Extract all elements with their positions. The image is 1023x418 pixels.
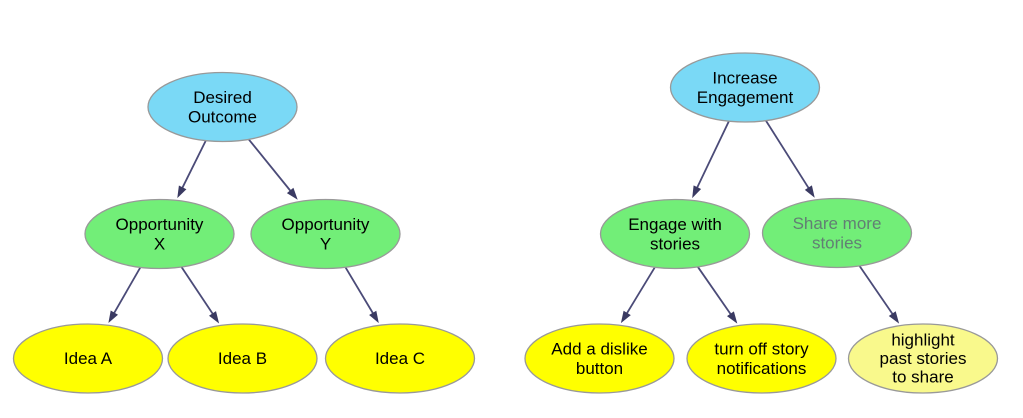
svg-text:notifications: notifications <box>717 359 807 378</box>
svg-text:Share more: Share more <box>793 214 882 233</box>
svg-text:Y: Y <box>320 235 331 254</box>
svg-text:highlight: highlight <box>891 331 955 350</box>
svg-text:stories: stories <box>650 235 700 254</box>
svg-text:Increase: Increase <box>712 69 777 88</box>
svg-text:turn off story: turn off story <box>714 340 809 359</box>
svg-text:stories: stories <box>812 234 862 253</box>
svg-text:button: button <box>576 359 623 378</box>
svg-text:Idea B: Idea B <box>218 349 267 368</box>
svg-text:Add a dislike: Add a dislike <box>551 340 647 359</box>
svg-text:Opportunity: Opportunity <box>282 215 370 234</box>
svg-text:Idea A: Idea A <box>64 349 113 368</box>
svg-text:to share: to share <box>892 368 953 387</box>
svg-text:Outcome: Outcome <box>188 108 257 127</box>
svg-text:Engage with: Engage with <box>628 215 722 234</box>
svg-text:past stories: past stories <box>880 349 967 368</box>
svg-text:Opportunity: Opportunity <box>116 215 204 234</box>
svg-text:X: X <box>154 235 165 254</box>
svg-text:Idea C: Idea C <box>375 349 425 368</box>
svg-text:Desired: Desired <box>193 88 252 107</box>
svg-text:Engagement: Engagement <box>697 88 794 107</box>
